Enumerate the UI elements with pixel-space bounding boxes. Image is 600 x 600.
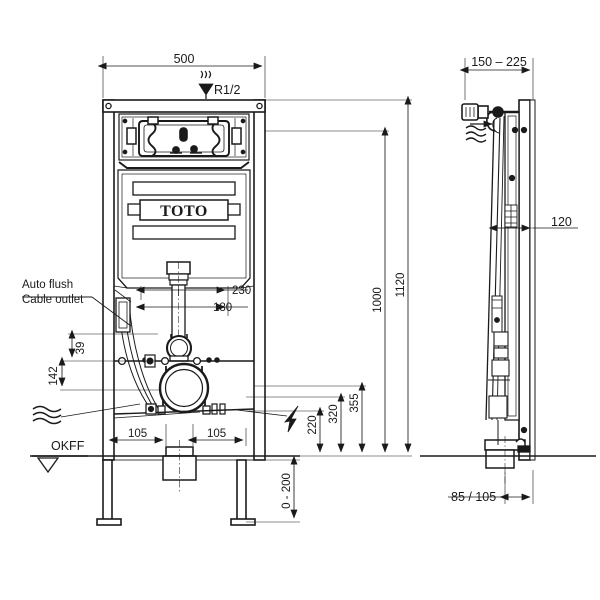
water-inlet-symbol bbox=[198, 70, 214, 99]
cistern-panel bbox=[113, 169, 255, 289]
dim-label-230: 230 bbox=[232, 285, 251, 297]
dim-105-pair bbox=[108, 424, 247, 446]
dim-label-1000: 1000 bbox=[372, 287, 384, 313]
toto-logo: TOTO bbox=[160, 203, 208, 220]
dim-label-355: 355 bbox=[349, 393, 361, 412]
dim-depth-range bbox=[459, 58, 534, 100]
annotation-auto-flush: Auto flush bbox=[22, 279, 73, 291]
electric-symbol bbox=[236, 405, 299, 433]
right-vertical-dims bbox=[246, 95, 412, 457]
flush-pipe bbox=[166, 261, 191, 350]
dim-39-142 bbox=[58, 329, 162, 391]
label-okff: OKFF bbox=[51, 439, 85, 453]
dim-label-85-105: 85 / 105 bbox=[451, 490, 496, 504]
annotation-cable-outlet: Cable outlet bbox=[22, 294, 84, 306]
dim-label-500: 500 bbox=[174, 52, 195, 66]
dim-label-depth-range: 150 – 225 bbox=[471, 55, 527, 69]
dim-label-foot-adjust: 0 - 200 bbox=[281, 473, 293, 509]
auto-flush-leader bbox=[22, 296, 132, 327]
flush-valve-mechanism bbox=[118, 113, 250, 169]
dim-230-180 bbox=[135, 286, 248, 316]
floor-datum-group bbox=[32, 403, 141, 474]
dim-label-220: 220 bbox=[307, 415, 319, 434]
dim-label-120: 120 bbox=[551, 215, 572, 229]
side-view bbox=[420, 99, 596, 484]
dim-label-39: 39 bbox=[75, 342, 87, 355]
dim-label-180: 180 bbox=[213, 302, 232, 314]
dim-foot-adjust bbox=[246, 455, 300, 523]
dim-label-r12: R1/2 bbox=[214, 83, 240, 97]
dim-label-1120: 1120 bbox=[395, 273, 407, 298]
frame-legs-and-feet bbox=[96, 440, 256, 526]
dim-label-105-left: 105 bbox=[128, 428, 147, 440]
dim-label-105-right: 105 bbox=[207, 428, 226, 440]
dim-500 bbox=[97, 56, 266, 98]
dim-label-142: 142 bbox=[48, 366, 60, 385]
dim-85-105 bbox=[448, 470, 534, 504]
dim-label-320: 320 bbox=[328, 404, 340, 423]
